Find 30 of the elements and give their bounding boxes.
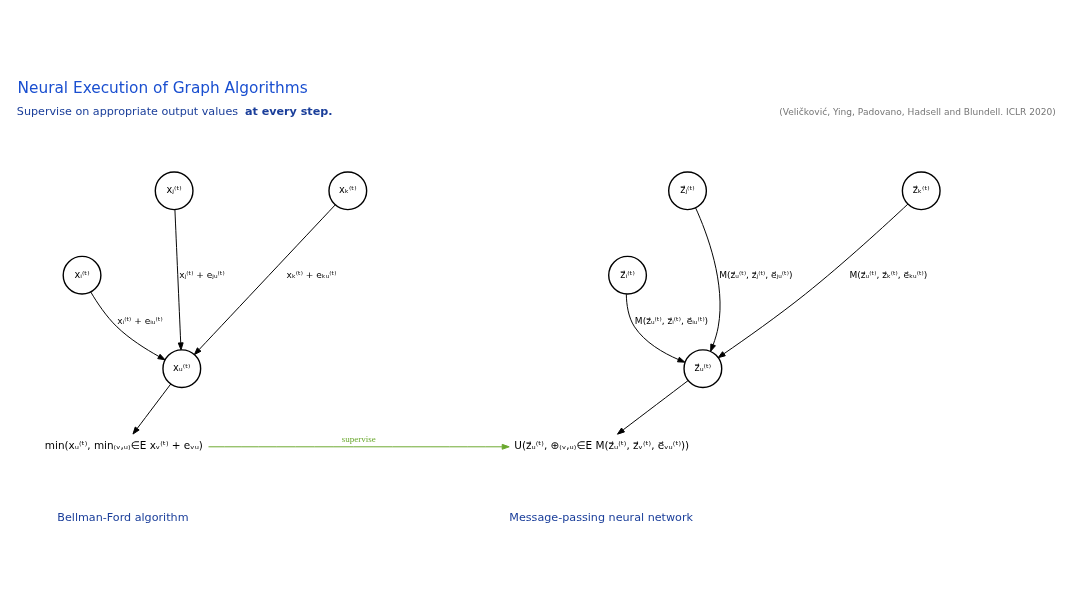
diagram-title: Neural Execution of Graph Algorithms	[17, 78, 308, 97]
arrow	[208, 443, 510, 450]
label: Supervise on appropriate output values at every step.	[16, 104, 333, 118]
edge-label: supervise	[341, 433, 376, 444]
arrow	[90, 291, 166, 360]
arrow	[616, 379, 689, 435]
node-circle: xᵢ⁽ᵗ⁾	[62, 255, 102, 295]
arrow	[717, 203, 909, 358]
node-circle: xⱼ⁽ᵗ⁾	[154, 170, 194, 210]
edge-label: M(z⃗ᵤ⁽ᵗ⁾, z⃗ⱼ⁽ᵗ⁾, e⃗ⱼᵤ⁽ᵗ⁾)	[719, 269, 793, 280]
edge-label: xᵢ⁽ᵗ⁾ + eᵢᵤ⁽ᵗ⁾	[117, 315, 163, 326]
edge-label: xⱼ⁽ᵗ⁾ + eⱼᵤ⁽ᵗ⁾	[179, 269, 225, 280]
arrow	[193, 204, 336, 355]
node-circle: z⃗ⱼ⁽ᵗ⁾	[668, 170, 708, 210]
arrow	[174, 208, 184, 350]
arrow	[695, 206, 721, 352]
node-text: U(z⃗ᵤ⁽ᵗ⁾, ⊕₍ᵥ,ᵤ₎∈E M(z⃗ᵤ⁽ᵗ⁾, z⃗ᵥ⁽ᵗ⁾, e⃗ᵥᵤ⁽ᵗ⁾))	[514, 438, 690, 451]
arrow	[625, 293, 686, 363]
label: Bellman-Ford algorithm	[57, 510, 189, 524]
label: Message-passing neural network	[509, 510, 693, 524]
node-circle: z⃗ₖ⁽ᵗ⁾	[901, 170, 941, 210]
label: (Veličković, Ying, Padovano, Hadsell and Blundell. ICLR 2020)	[779, 106, 1056, 117]
node-circle: z⃗ᵤ⁽ᵗ⁾	[683, 348, 723, 388]
arrow	[132, 383, 172, 435]
node-circle: xₖ⁽ᵗ⁾	[328, 170, 368, 210]
node-circle: z⃗ᵢ⁽ᵗ⁾	[608, 255, 648, 295]
edge-label: xₖ⁽ᵗ⁾ + eₖᵤ⁽ᵗ⁾	[286, 269, 337, 280]
edge-label: M(z⃗ᵤ⁽ᵗ⁾, z⃗ᵢ⁽ᵗ⁾, e⃗ᵢᵤ⁽ᵗ⁾)	[634, 315, 709, 326]
node-text: min(xᵤ⁽ᵗ⁾, min₍ᵥ,ᵤ₎∈E xᵥ⁽ᵗ⁾ + eᵥᵤ)	[44, 438, 203, 451]
edge-label: M(z⃗ᵤ⁽ᵗ⁾, z⃗ₖ⁽ᵗ⁾, e⃗ₖᵤ⁽ᵗ⁾)	[849, 269, 928, 280]
